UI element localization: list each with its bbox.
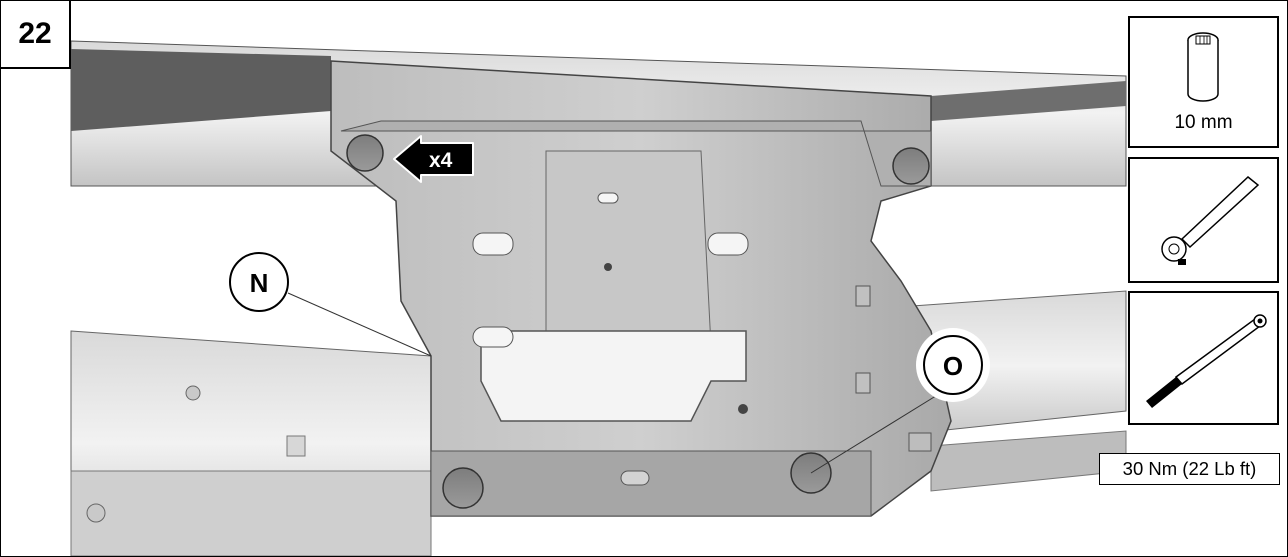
- bracket-bolts: [346, 134, 930, 509]
- callout-o-label: O: [943, 351, 963, 381]
- ratchet-icon: [1161, 176, 1260, 265]
- quantity-arrow: x4: [393, 135, 474, 183]
- torque-wrench-icon: [1146, 314, 1267, 408]
- quantity-label: x4: [429, 149, 453, 172]
- socket-icon: [1187, 32, 1219, 102]
- socket-tool-panel: 10 mm: [1128, 16, 1279, 148]
- callout-n-label: N: [250, 268, 269, 298]
- mounting-bracket: [330, 60, 952, 517]
- callout-o: O: [810, 328, 990, 474]
- step-number: 22: [1, 1, 71, 69]
- ratchet-tool-panel: [1128, 157, 1279, 283]
- callout-n: N: [229, 252, 432, 357]
- socket-size-label: 10 mm: [1174, 112, 1233, 133]
- torque-spec-label: 30 Nm (22 Lb ft): [1099, 453, 1280, 485]
- torque-wrench-panel: [1128, 291, 1279, 425]
